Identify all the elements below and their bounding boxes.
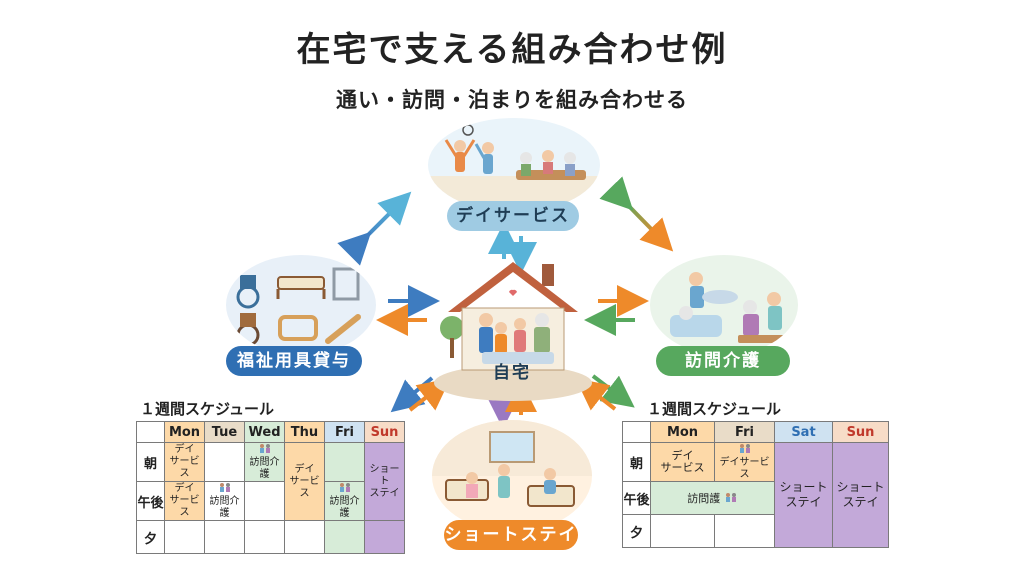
service-label-visit: 訪問介護 [656, 346, 790, 376]
schedule-cell: ショート ステイ [774, 442, 833, 548]
row-header: 午後 [136, 481, 165, 521]
day-header: Wed [244, 421, 285, 443]
left-schedule-title: １週間スケジュール [140, 400, 274, 418]
row-header: 朝 [136, 442, 165, 482]
schedule-cell: デイ サービス [650, 442, 715, 482]
schedule-cell: 訪問護 [650, 481, 775, 515]
right-schedule-title: １週間スケジュール [647, 400, 781, 418]
home-ground [434, 365, 592, 401]
schedule-cell: 訪問介護 [324, 481, 365, 521]
service-label-short: ショートステイ [444, 520, 578, 550]
schedule-cell: ショート ステイ [364, 442, 405, 521]
caregiver-icon [724, 492, 738, 502]
visit-care-illustration [650, 255, 798, 355]
arrow-day-visit [599, 176, 674, 252]
schedule-cell: デイ サービス [164, 481, 205, 521]
row-header: 午後 [622, 481, 651, 515]
day-header: Mon [164, 421, 205, 443]
caregiver-icon [258, 443, 272, 453]
schedule-cell: 訪問介護 [204, 481, 245, 521]
day-header: Fri [324, 421, 365, 443]
caregiver-icon [218, 482, 232, 492]
day-header: Sun [364, 421, 405, 443]
page-subtitle: 通い・訪問・泊まりを組み合わせる [336, 88, 688, 112]
day-service-illustration [428, 118, 600, 212]
short-stay-illustration [432, 420, 592, 532]
schedule-cell: ショート ステイ [832, 442, 889, 548]
arrow-welfare-day [337, 191, 412, 266]
schedule-cell: デイ サービス [164, 442, 205, 482]
welfare-equipment-illustration [226, 255, 376, 355]
row-header: 夕 [136, 520, 165, 554]
day-header: Sun [832, 421, 889, 443]
service-label-day: デイサービス [447, 201, 579, 231]
day-header: Thu [284, 421, 325, 443]
day-header: Mon [650, 421, 715, 443]
day-header: Tue [204, 421, 245, 443]
schedule-cell: デイサービス [714, 442, 775, 482]
page-title: 在宅で支える組み合わせ例 [296, 30, 728, 70]
row-header: 朝 [622, 442, 651, 482]
day-header: Sat [774, 421, 833, 443]
caregiver-icon [338, 482, 352, 492]
day-header: Fri [714, 421, 775, 443]
right-schedule-table: Mon Fri Sat Sun 朝 デイ サービス デイサービス ショート ステ… [622, 421, 889, 548]
schedule-cell: 訪問介護 [244, 442, 285, 482]
home-illustration [440, 262, 578, 371]
caregiver-icon [738, 443, 752, 453]
service-label-welfare: 福祉用具貸与 [226, 346, 362, 376]
row-header: 夕 [622, 514, 651, 548]
home-label: 自宅 [493, 363, 531, 383]
left-schedule-table: Mon Tue Wed Thu Fri Sun 朝 デイ サービス 訪問介護 デ… [136, 421, 405, 554]
schedule-cell: デイ サービス [284, 442, 325, 521]
